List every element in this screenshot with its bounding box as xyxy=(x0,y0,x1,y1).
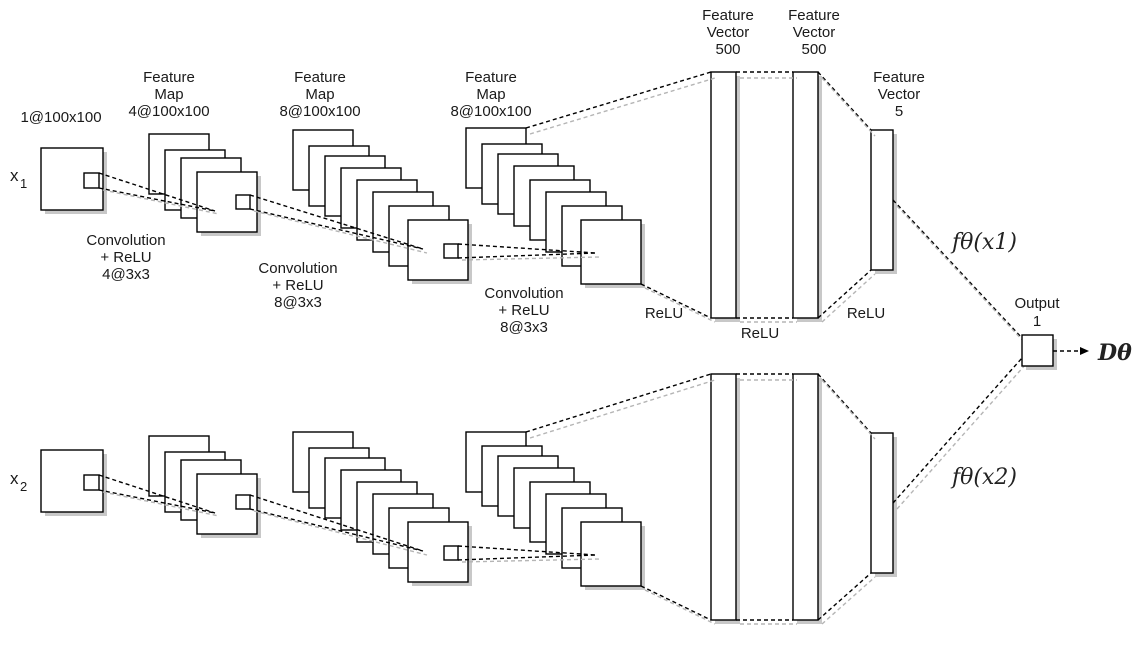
svg-text:5: 5 xyxy=(895,103,903,120)
kernel-window xyxy=(235,494,251,510)
svg-text:Feature: Feature xyxy=(294,69,346,86)
d-theta-label: Dθ xyxy=(1097,340,1132,366)
feature-vector-500-a-label: Feature Vector 500 xyxy=(702,7,754,58)
feature-vector-500-a-bottom xyxy=(710,373,740,624)
svg-text:Map: Map xyxy=(154,86,183,103)
svg-text:Vector: Vector xyxy=(707,24,750,41)
svg-text:1: 1 xyxy=(1033,313,1041,330)
svg-text:2: 2 xyxy=(20,479,27,494)
conv-connections-bottom xyxy=(98,474,601,563)
input-dims-label: 1@100x100 xyxy=(20,109,101,126)
feature-vector-500-a-top xyxy=(710,71,740,322)
svg-text:Feature: Feature xyxy=(873,69,925,86)
input-image-x2 xyxy=(40,449,107,516)
feature-vector-500-b-top xyxy=(792,71,822,322)
f-theta-x2-label: fθ(x2) xyxy=(950,465,1017,490)
svg-text:Feature: Feature xyxy=(143,69,195,86)
relu-label-3: ReLU xyxy=(847,305,885,322)
feature-map-2-label: Feature Map 8@100x100 xyxy=(279,69,360,120)
svg-text:Feature: Feature xyxy=(788,7,840,24)
feature-map-1-label: Feature Map 4@100x100 xyxy=(128,69,209,120)
feature-map-stack-2-top xyxy=(292,129,472,284)
feature-vector-500-b-label: Feature Vector 500 xyxy=(788,7,840,58)
feature-map-stack-2-bottom xyxy=(292,431,472,586)
svg-text:500: 500 xyxy=(715,41,740,58)
x1-label: x 1 xyxy=(10,166,27,191)
svg-text:+ ReLU: + ReLU xyxy=(100,249,151,266)
svg-text:Feature: Feature xyxy=(702,7,754,24)
feature-map-3-label: Feature Map 8@100x100 xyxy=(450,69,531,120)
kernel-window xyxy=(83,474,100,491)
branch-top xyxy=(40,71,1027,345)
svg-text:Output: Output xyxy=(1014,295,1060,312)
x2-label: x 2 xyxy=(10,469,27,494)
conv-relu-label-3: Convolution + ReLU 8@3x3 xyxy=(484,285,563,336)
input-image-x1 xyxy=(40,147,107,214)
svg-text:+ ReLU: + ReLU xyxy=(272,277,323,294)
dense-connections-top xyxy=(525,71,1027,345)
svg-text:Map: Map xyxy=(476,86,505,103)
svg-text:Convolution: Convolution xyxy=(258,260,337,277)
feature-vector-500-b-bottom xyxy=(792,373,822,624)
svg-text:8@100x100: 8@100x100 xyxy=(450,103,531,120)
svg-text:x: x xyxy=(10,166,19,185)
feature-map-stack-1-bottom xyxy=(148,435,261,538)
kernel-window xyxy=(443,243,459,259)
kernel-window xyxy=(235,194,251,210)
conv-relu-label-1: Convolution + ReLU 4@3x3 xyxy=(86,232,165,283)
svg-text:4@3x3: 4@3x3 xyxy=(102,266,150,283)
output-node xyxy=(1021,334,1089,370)
feature-map-stack-1-top xyxy=(148,133,261,236)
svg-text:4@100x100: 4@100x100 xyxy=(128,103,209,120)
f-theta-x1-label: fθ(x1) xyxy=(950,230,1017,255)
kernel-window xyxy=(443,545,459,561)
svg-text:Vector: Vector xyxy=(793,24,836,41)
svg-text:8@3x3: 8@3x3 xyxy=(274,294,322,311)
conv-connections-top xyxy=(98,172,601,261)
svg-text:1: 1 xyxy=(20,176,27,191)
svg-text:x: x xyxy=(10,469,19,488)
svg-text:Convolution: Convolution xyxy=(86,232,165,249)
svg-text:+ ReLU: + ReLU xyxy=(498,302,549,319)
svg-text:Vector: Vector xyxy=(878,86,921,103)
kernel-window xyxy=(83,172,100,189)
dense-connections-bottom xyxy=(525,357,1027,625)
svg-text:Map: Map xyxy=(305,86,334,103)
feature-vector-5-bottom xyxy=(870,432,897,577)
feature-vector-5-top xyxy=(870,129,897,274)
feature-map-stack-3-top xyxy=(465,127,645,288)
relu-label-2: ReLU xyxy=(741,325,779,342)
svg-text:8@3x3: 8@3x3 xyxy=(500,319,548,336)
svg-text:500: 500 xyxy=(801,41,826,58)
feature-vector-5-label: Feature Vector 5 xyxy=(873,69,925,120)
svg-text:Feature: Feature xyxy=(465,69,517,86)
output-label: Output 1 xyxy=(1014,295,1060,330)
feature-map-stack-3-bottom xyxy=(465,431,645,590)
relu-label-1: ReLU xyxy=(645,305,683,322)
branch-bottom xyxy=(40,357,1027,625)
svg-text:8@100x100: 8@100x100 xyxy=(279,103,360,120)
conv-relu-label-2: Convolution + ReLU 8@3x3 xyxy=(258,260,337,311)
svg-text:Convolution: Convolution xyxy=(484,285,563,302)
